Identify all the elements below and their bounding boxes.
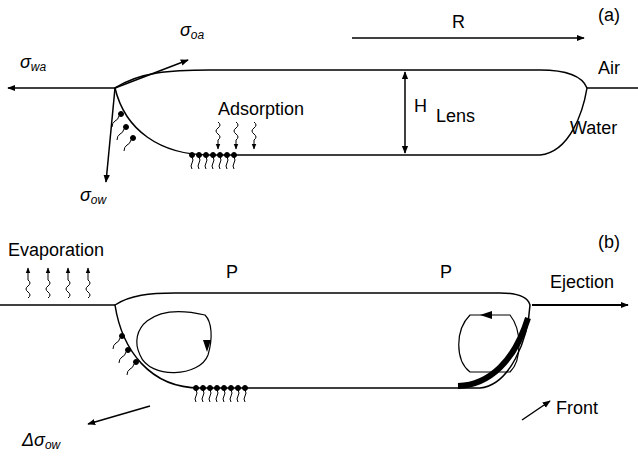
label: Adsorption <box>218 99 304 120</box>
label: Evaporation <box>8 240 104 261</box>
label: R <box>452 12 465 33</box>
evaporation-arrows <box>26 268 90 298</box>
water-surface <box>587 87 638 89</box>
adsorption-arrows <box>216 122 256 149</box>
height-arrow <box>404 72 406 153</box>
label: Lens <box>436 106 475 127</box>
surfactant-molecules <box>113 334 248 403</box>
label: P <box>226 262 238 283</box>
water-surface <box>0 304 115 306</box>
label: P <box>440 262 452 283</box>
circulation-loop <box>137 312 211 373</box>
circulation-loop <box>459 315 519 372</box>
gradient-arrow <box>88 406 150 424</box>
label: (b) <box>598 232 620 253</box>
label: Water <box>570 118 617 139</box>
label: Δσow <box>22 430 60 451</box>
force-arrow <box>106 88 115 182</box>
front-band <box>458 318 528 386</box>
front-arrow <box>522 401 550 420</box>
surfactant-molecules <box>112 112 237 170</box>
label: Air <box>598 58 620 79</box>
label: σoa <box>180 20 204 41</box>
force-arrow <box>115 60 188 88</box>
lens-outline <box>115 293 530 388</box>
ejection-arrow <box>532 304 628 306</box>
label: H <box>414 96 427 117</box>
radius-arrow <box>352 37 584 39</box>
label: Ejection <box>550 272 614 293</box>
label: (a) <box>598 5 620 26</box>
force-arrow <box>8 87 115 89</box>
label: Front <box>556 398 598 419</box>
lens-outline <box>115 70 587 155</box>
label: σwa <box>20 52 46 73</box>
label: σow <box>80 185 106 206</box>
